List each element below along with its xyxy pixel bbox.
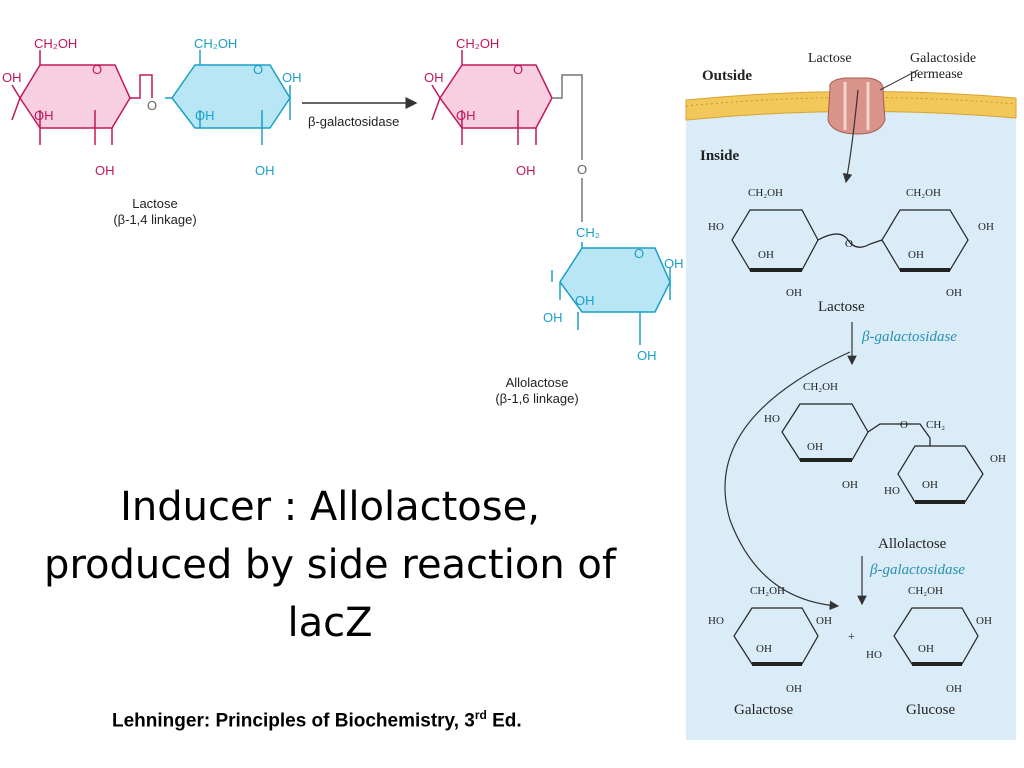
cell-allo-ho-2: HO xyxy=(884,485,900,497)
allo-gal-ring-o: O xyxy=(513,62,523,77)
galactose-ho: HO xyxy=(708,615,724,627)
cell-lactose-oh-3: OH xyxy=(786,287,802,299)
cell-lactose-bridge-o: O xyxy=(845,238,853,250)
cell-lactose-oh-4: OH xyxy=(946,287,962,299)
cell-allo-bridge-o: O xyxy=(900,419,908,431)
lactose-linkage-label: (β-1,4 linkage) xyxy=(113,212,196,227)
cell-lactose-ch2oh-1: CH₂OH xyxy=(748,187,783,199)
glucose-ch2oh: CH₂OH xyxy=(908,585,943,597)
citation-text: Lehninger: Principles of Biochemistry, 3 xyxy=(112,710,475,732)
allo-gal-oh-left: OH xyxy=(424,70,444,85)
glucose-ho: HO xyxy=(866,649,882,661)
permease-label: Galactoside permease xyxy=(910,51,980,82)
cell-lactose-ch2oh-2: CH₂OH xyxy=(906,187,941,199)
glucose-oh-right: OH xyxy=(976,615,992,627)
galactose-ch2oh: CH₂OH xyxy=(750,585,785,597)
lactose-label: Lactose xyxy=(132,196,178,211)
cell-allo-oh-4: OH xyxy=(990,453,1006,465)
cell-allo-ho: HO xyxy=(764,413,780,425)
cell-allo-oh-3: OH xyxy=(922,479,938,491)
glucose-label: Glucose xyxy=(906,702,955,718)
allo-glc-oh-left: OH xyxy=(543,310,563,325)
lactose-gal-oh-bottom: OH xyxy=(95,163,115,178)
cell-enzyme-label-2: β-galactosidase xyxy=(869,562,965,578)
allolactose-structure: CH₂OH O OH OH OH O CH₂ O OH OH OH OH All… xyxy=(424,36,684,406)
allo-glc-ch2: CH₂ xyxy=(576,225,600,240)
lactose-glc-oh-mid: OH xyxy=(195,108,215,123)
galactose-oh-right: OH xyxy=(816,615,832,627)
allo-gal-ch2oh: CH₂OH xyxy=(456,36,499,51)
allo-bridge-o: O xyxy=(577,162,587,177)
allo-glc-ring-o: O xyxy=(634,246,644,261)
cell-panel: Outside Inside Lactose Galactoside perme… xyxy=(685,40,1017,740)
allo-gal-oh-mid: OH xyxy=(456,108,476,123)
galactose-oh-bottom: OH xyxy=(786,683,802,695)
lactose-structure: CH₂OH O OH OH OH O CH₂OH O OH OH OH Lact… xyxy=(2,36,302,227)
lactose-bridge-o: O xyxy=(147,98,157,113)
cell-lactose xyxy=(731,209,969,272)
galactose-oh-mid: OH xyxy=(756,643,772,655)
cell-lactose-label: Lactose xyxy=(818,299,865,315)
enzyme-label: β-galactosidase xyxy=(308,114,399,129)
lactose-entering-label: Lactose xyxy=(808,51,852,66)
allo-glc-oh-mid: OH xyxy=(575,293,595,308)
plus-sign: + xyxy=(848,629,855,643)
allolactose-label: Allolactose xyxy=(506,375,569,390)
lactose-glc-oh-right: OH xyxy=(282,70,302,85)
citation-sup: rd xyxy=(474,708,487,722)
cell-allo-ch2: CH₂ xyxy=(926,419,945,431)
cell-lactose-oh-right: OH xyxy=(978,221,994,233)
inside-label: Inside xyxy=(700,148,740,164)
cell-lactose-oh-2: OH xyxy=(908,249,924,261)
permease-label-line2: permease xyxy=(910,67,963,82)
cell-allolactose-label: Allolactose xyxy=(878,536,947,552)
allolactose-linkage-label: (β-1,6 linkage) xyxy=(495,391,578,406)
lactose-gal-ch2oh: CH₂OH xyxy=(34,36,77,51)
cell-allo-oh-1: OH xyxy=(807,441,823,453)
outside-label: Outside xyxy=(702,68,752,84)
lactose-gal-ring-o: O xyxy=(92,62,102,77)
cell-allo-oh-2: OH xyxy=(842,479,858,491)
galactose-label: Galactose xyxy=(734,702,793,718)
cell-enzyme-label-1: β-galactosidase xyxy=(861,329,957,345)
cytoplasm xyxy=(686,108,1016,740)
allo-glc-oh-bottom: OH xyxy=(637,348,657,363)
glucose-oh-mid: OH xyxy=(918,643,934,655)
cell-lactose-ho: HO xyxy=(708,221,724,233)
beta-galactosidase-arrow: β-galactosidase xyxy=(302,97,418,129)
allo-glc-oh-right: OH xyxy=(664,256,684,271)
citation: Lehninger: Principles of Biochemistry, 3… xyxy=(112,708,672,732)
lactose-glucose-ring xyxy=(171,64,291,129)
cell-lactose-oh-1: OH xyxy=(758,249,774,261)
citation-tail: Ed. xyxy=(486,710,522,732)
lactose-glc-oh-bottom: OH xyxy=(255,163,275,178)
lactose-gal-oh-left: OH xyxy=(2,70,22,85)
cell-allolactose xyxy=(781,403,984,504)
lactose-gal-oh-mid: OH xyxy=(34,108,54,123)
lactose-glc-ring-o: O xyxy=(253,62,263,77)
allo-gal-oh-bottom: OH xyxy=(516,163,536,178)
cell-allo-ch2oh: CH₂OH xyxy=(803,381,838,393)
permease-label-line1: Galactoside xyxy=(910,51,976,66)
cell-products xyxy=(733,607,979,666)
lactose-glc-ch2oh: CH₂OH xyxy=(194,36,237,51)
glucose-oh-bottom: OH xyxy=(946,683,962,695)
slide-title: Inducer : Allolactose, produced by side … xyxy=(44,484,616,646)
